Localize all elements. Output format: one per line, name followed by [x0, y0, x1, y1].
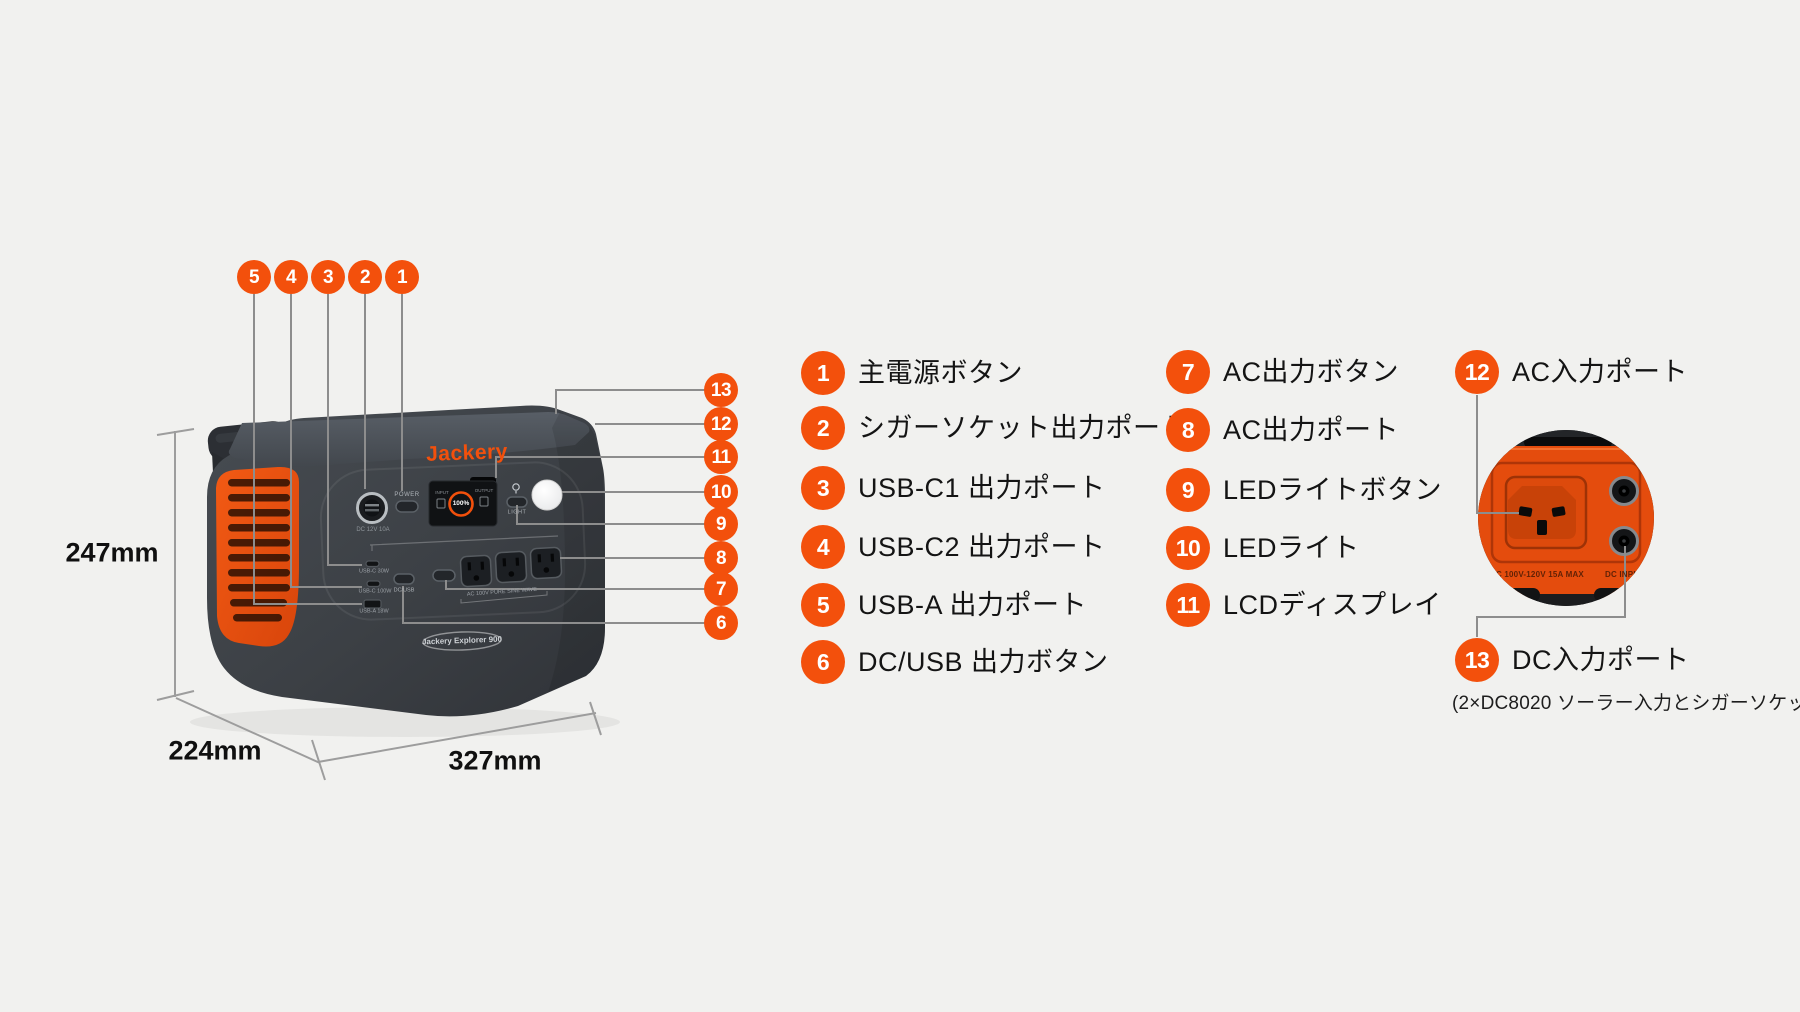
- device-callout-8: 8: [704, 541, 738, 575]
- legend-item-4: 4 USB-C2 出力ポート: [801, 525, 1106, 569]
- ac-button: [432, 569, 456, 582]
- legend-label-5: USB-A 出力ポート: [858, 589, 1088, 620]
- rear-detail-overlay: AC 100V-120V 15A MAX DC INPUT: [1478, 430, 1654, 606]
- legend-badge-10: 10: [1166, 526, 1210, 570]
- model-badge-label: Jackery Explorer 900: [421, 634, 503, 647]
- device-callout-6: 6: [704, 606, 738, 640]
- legend-label-7: AC出力ボタン: [1223, 356, 1400, 387]
- legend-item-10: 10 LEDライト: [1166, 526, 1360, 570]
- device-callout-2: 2: [348, 260, 382, 294]
- legend-badge-4: 4: [801, 525, 845, 569]
- device-callout-3: 3: [311, 260, 345, 294]
- device-callout-11: 11: [704, 440, 738, 474]
- legend-item-9: 9 LEDライトボタン: [1166, 468, 1442, 512]
- power-button-label: POWER: [394, 492, 420, 498]
- legend-badge-6: 6: [801, 640, 845, 684]
- display-input-label: INPUT: [435, 489, 449, 495]
- ac-rating-label: AC 100V-120V 15A MAX: [1490, 570, 1584, 579]
- ac-outlets: [459, 546, 563, 588]
- ac-outlets-note: AC 100V PURE SINE WAVE: [466, 586, 538, 598]
- cigarette-socket: [356, 492, 388, 524]
- legend-item-3: 3 USB-C1 出力ポート: [801, 466, 1106, 510]
- dc-usb-button: [393, 573, 415, 585]
- legend-badge-3: 3: [801, 466, 845, 510]
- legend-item-1: 1 主電源ボタン: [801, 351, 1023, 395]
- legend-badge-5: 5: [801, 583, 845, 627]
- legend-label-3: USB-C1 出力ポート: [858, 472, 1106, 503]
- legend-label-4: USB-C2 出力ポート: [858, 531, 1106, 562]
- legend-badge-2: 2: [801, 406, 845, 450]
- legend-label-6: DC/USB 出力ボタン: [858, 646, 1109, 677]
- device-callout-5: 5: [237, 260, 271, 294]
- light-button-label: LIGHT: [507, 509, 527, 516]
- display-battery-level: 100%: [452, 499, 470, 507]
- dc-usb-button-label: DC/USB: [393, 587, 415, 594]
- legend-badge-11: 11: [1166, 583, 1210, 627]
- legend-label-11: LCDディスプレイ: [1223, 589, 1442, 620]
- device-callout-7: 7: [704, 572, 738, 606]
- legend-badge-9: 9: [1166, 468, 1210, 512]
- device-callout-12: 12: [704, 407, 738, 441]
- usb-c2-label: USB-C 100W: [358, 588, 392, 595]
- legend-label-2: シガーソケット出力ポート: [858, 412, 1188, 443]
- legend-badge-8: 8: [1166, 408, 1210, 452]
- device-callout-4: 4: [274, 260, 308, 294]
- legend-label-12: AC入力ポート: [1512, 356, 1689, 387]
- legend-item-5: 5 USB-A 出力ポート: [801, 583, 1087, 627]
- power-button: [395, 500, 419, 513]
- device-callout-10: 10: [704, 475, 738, 509]
- light-button: [506, 496, 528, 508]
- dc-input-note: (2×DC8020 ソーラー入力とシガーソケット入力 ): [1452, 693, 1800, 714]
- device-shadow: [190, 707, 620, 737]
- legend-label-1: 主電源ボタン: [858, 357, 1023, 388]
- legend-item-2: 2 シガーソケット出力ポート: [801, 406, 1188, 450]
- display-output-label: OUTPUT: [474, 487, 494, 493]
- device-callout-1: 1: [385, 260, 419, 294]
- cig-socket-label: DC 12V 10A: [356, 527, 390, 533]
- dimension-depth: 224mm: [168, 735, 262, 766]
- legend-badge-13: 13: [1455, 638, 1499, 682]
- legend-item-12: 12 AC入力ポート: [1455, 350, 1688, 394]
- legend-label-13: DC入力ポート: [1512, 644, 1690, 675]
- legend-label-10: LEDライト: [1223, 532, 1360, 563]
- vent-slats: [228, 479, 290, 622]
- dimension-lines: [156, 428, 602, 781]
- legend-badge-1: 1: [801, 351, 845, 395]
- legend-badge-7: 7: [1166, 350, 1210, 394]
- usb-a-label: USB-A 18W: [359, 608, 389, 615]
- legend-item-7: 7 AC出力ボタン: [1166, 350, 1399, 394]
- dc-input-label: DC INPUT: [1605, 570, 1645, 579]
- brand-logo: Jackery: [425, 440, 509, 466]
- led-light: [531, 479, 563, 511]
- legend-item-13: 13 DC入力ポート: [1455, 638, 1690, 682]
- lamp-icon: [512, 483, 520, 494]
- dimension-width: 327mm: [448, 745, 542, 776]
- device-callout-9: 9: [704, 507, 738, 541]
- legend-label-8: AC出力ポート: [1223, 414, 1400, 445]
- legend-badge-12: 12: [1455, 350, 1499, 394]
- legend-item-11: 11 LCDディスプレイ: [1166, 583, 1442, 627]
- dimension-height: 247mm: [65, 537, 159, 568]
- legend-item-8: 8 AC出力ポート: [1166, 408, 1399, 452]
- device-callout-13: 13: [704, 373, 738, 407]
- usb-c1-label: USB-C 30W: [359, 568, 389, 575]
- legend-label-9: LEDライトボタン: [1223, 474, 1443, 505]
- device-illustration: [207, 405, 605, 717]
- legend-item-6: 6 DC/USB 出力ボタン: [801, 640, 1109, 684]
